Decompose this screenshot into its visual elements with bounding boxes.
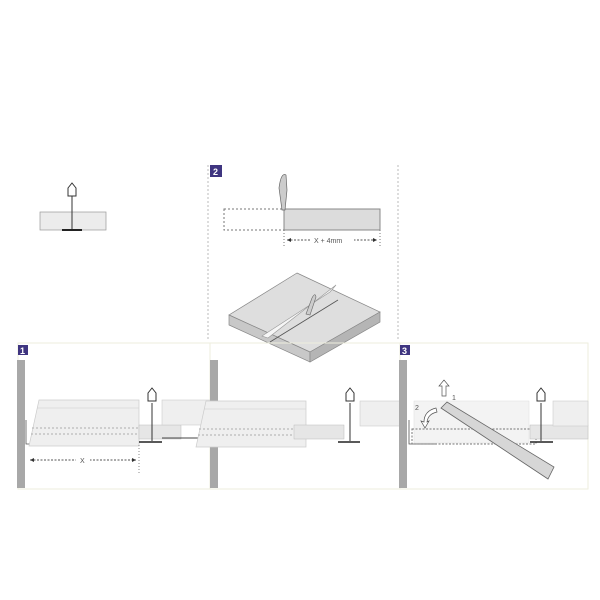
knife-icon xyxy=(278,174,288,211)
tilt-step-label: 2 xyxy=(415,405,419,412)
step-2-badge xyxy=(210,165,222,177)
step-2-cut: 2 X + 4mm xyxy=(207,165,399,363)
tilted-tile xyxy=(440,401,555,480)
lift-step-label: 1 xyxy=(452,395,456,402)
step-3-number: 3 xyxy=(402,346,407,356)
measure-dimension-label: X xyxy=(80,458,85,465)
grid-detail-small xyxy=(39,182,107,231)
step-1-measure: 1 X xyxy=(17,345,211,488)
arrow-up-icon xyxy=(438,379,450,397)
wall xyxy=(17,360,25,488)
step-2-number: 2 xyxy=(213,167,218,177)
curved-arrow-icon xyxy=(420,407,438,429)
step-1-number: 1 xyxy=(20,346,25,356)
cut-dimension-label: X + 4mm xyxy=(314,238,342,245)
step-3-insert: 3 1 2 xyxy=(399,345,589,488)
step-2-installed xyxy=(195,360,401,488)
